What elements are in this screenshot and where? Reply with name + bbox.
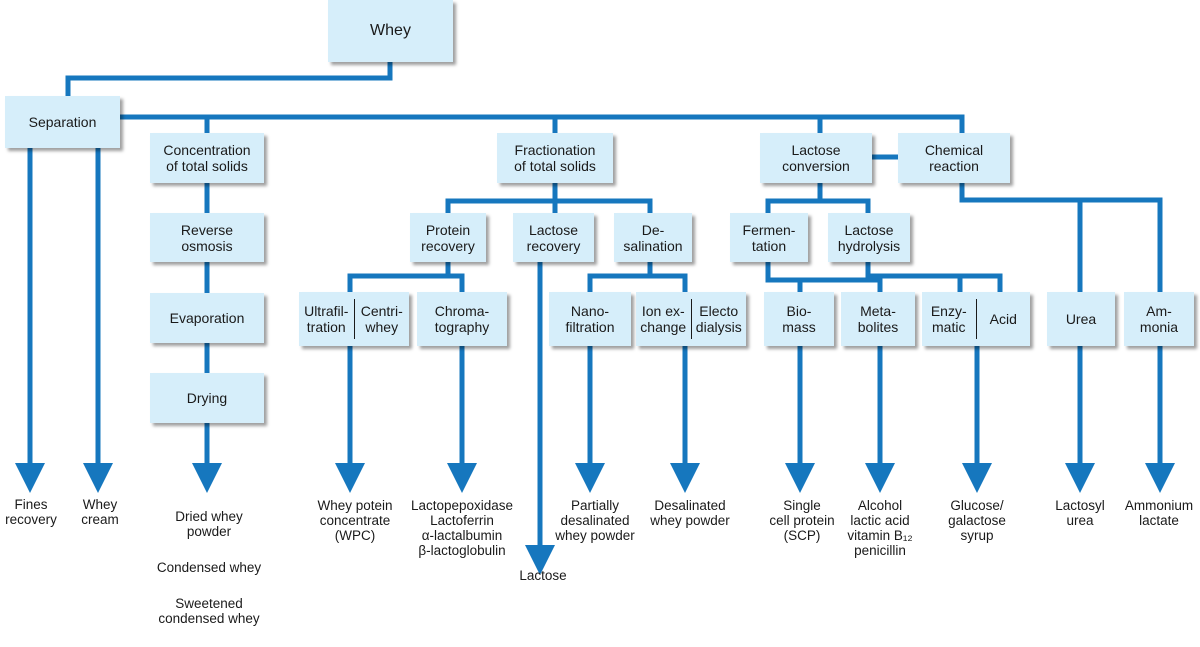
fractionation-label: Fractionation of total solids (514, 142, 596, 174)
box-divider (975, 299, 977, 339)
lactose-hydrolysis-label: Lactose hydrolysis (837, 221, 901, 254)
chromatography-label: Chroma- tography (434, 303, 490, 335)
nanofiltration-label: Nano- filtration (565, 303, 615, 335)
fermentation-label: Fermen- tation (742, 221, 796, 254)
output-dried-whey-powder: Dried whey powder (175, 509, 243, 539)
output-whey-cream: Whey cream (81, 497, 119, 527)
fractionation-box: Fractionation of total solids (497, 133, 613, 183)
output-lactose: Lactose (519, 568, 567, 583)
reverse-osmosis-box: Reverse osmosis (150, 213, 264, 262)
metabolites-label: Meta- bolites (857, 303, 899, 335)
concentration-label: Concentration of total solids (163, 142, 251, 174)
urea-box: Urea (1047, 292, 1115, 346)
lactose-hydrolysis-box: Lactose hydrolysis (828, 213, 910, 262)
drying-label: Drying (186, 390, 228, 406)
nanofiltration-box: Nano- filtration (549, 292, 631, 346)
output-lactosyl-urea: Lactosyl urea (1055, 498, 1105, 528)
ion-exchange-label: Ion ex- change (640, 303, 687, 335)
protein-recovery-box: Protein recovery (410, 213, 486, 262)
drying-box: Drying (150, 373, 264, 423)
lactose-recovery-label: Lactose recovery (526, 221, 581, 254)
output-scp: Single cell protein (SCP) (769, 498, 835, 543)
chemical-reaction-label: Chemical reaction (924, 142, 984, 174)
chemical-reaction-box: Chemical reaction (898, 133, 1010, 183)
evaporation-label: Evaporation (169, 310, 245, 326)
output-glucose-syrup: Glucose/ galactose syrup (948, 498, 1006, 543)
whey-box: Whey (328, 0, 453, 62)
output-concentration-products: Dried whey powder Condensed whey Sweeten… (150, 494, 268, 647)
ammonia-label: Am- monia (1139, 303, 1179, 335)
whey-processing-diagram: Whey Separation Concentration of total s… (5, 0, 1194, 626)
fermentation-box: Fermen- tation (730, 213, 808, 262)
enzymatic-label: Enzy- matic (930, 303, 967, 335)
chromatography-box: Chroma- tography (417, 292, 507, 346)
urea-label: Urea (1065, 311, 1097, 327)
electrodialysis-label: Electo dialysis (695, 303, 742, 335)
lactose-conversion-box: Lactose conversion (760, 133, 872, 183)
acid-label: Acid (989, 311, 1017, 327)
centri-whey-label: Centri- whey (360, 303, 403, 335)
output-condensed-whey: Condensed whey (156, 560, 262, 575)
desalination-label: De- salination (623, 221, 683, 254)
ultrafiltration-centriwhey-box: Ultrafil- tration Centri- whey (299, 292, 409, 346)
box-divider (353, 299, 355, 339)
ultrafiltration-label: Ultrafil- tration (304, 303, 349, 335)
desalination-box: De- salination (614, 213, 692, 262)
separation-box: Separation (5, 96, 120, 148)
output-wpc: Whey potein concentrate (WPC) (317, 498, 393, 543)
connector-lines (15, 62, 1175, 575)
enzymatic-acid-box: Enzy- matic Acid (922, 292, 1030, 346)
output-chromatography-products: Lactopepoxidase Lactoferrin α-lactalbumi… (410, 498, 514, 558)
output-partially-desalinated: Partially desalinated whey powder (555, 498, 635, 543)
biomass-box: Bio- mass (764, 292, 834, 346)
output-fines-recovery: Fines recovery (5, 497, 57, 527)
protein-recovery-label: Protein recovery (421, 221, 475, 254)
biomass-label: Bio- mass (782, 303, 816, 335)
ammonia-box: Am- monia (1124, 292, 1194, 346)
separation-label: Separation (28, 114, 97, 130)
output-metabolite-products: Alcohol lactic acid vitamin B₁₂ penicill… (847, 498, 913, 558)
output-ammonium-lactate: Ammonium lactate (1124, 498, 1194, 528)
concentration-box: Concentration of total solids (150, 133, 264, 183)
lactose-conversion-label: Lactose conversion (782, 142, 850, 174)
metabolites-box: Meta- bolites (841, 292, 915, 346)
output-sweetened-condensed-whey: Sweetened condensed whey (158, 596, 260, 626)
evaporation-box: Evaporation (150, 293, 264, 343)
reverse-osmosis-label: Reverse osmosis (180, 221, 234, 254)
output-desalinated-powder: Desalinated whey powder (650, 498, 730, 528)
ion-exchange-electrodialysis-box: Ion ex- change Electo dialysis (636, 292, 746, 346)
lactose-recovery-box: Lactose recovery (513, 213, 594, 262)
whey-label: Whey (370, 22, 411, 39)
box-divider (690, 299, 692, 339)
